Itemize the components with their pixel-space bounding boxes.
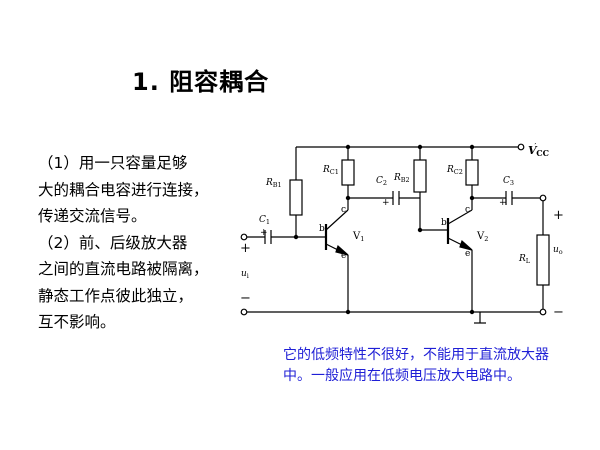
bullet-line: 静态工作点彼此独立， xyxy=(38,286,194,305)
note-text: 它的低频特性不很好，不能用于直流放大器中。一般应用在低频电压放大电路中。 xyxy=(283,347,549,384)
vcc-label: V′CC xyxy=(528,142,549,158)
terminals xyxy=(240,143,547,316)
input-minus-sign: − xyxy=(240,291,251,306)
capacitor-c1 xyxy=(264,230,272,244)
c1-label: C1 xyxy=(259,215,270,226)
uo-label: uo xyxy=(553,245,563,256)
bullet-line: 互不影响。 xyxy=(38,313,116,331)
rc1-label: RC1 xyxy=(322,165,339,176)
output-minus-sign: − xyxy=(553,305,564,320)
v1-collector-pin: c xyxy=(341,205,346,215)
rl-label: RL xyxy=(518,254,531,265)
bullet-line: 传递交流信号。 xyxy=(38,207,147,225)
v2-collector-pin: c xyxy=(465,205,470,215)
resistor-rc1 xyxy=(341,159,355,186)
output-plus-sign: + xyxy=(553,208,564,223)
rb1-label: RB1 xyxy=(265,178,282,189)
v1-emitter-pin: e xyxy=(341,251,346,261)
c3-label: C3 xyxy=(503,176,514,187)
circuit-wires xyxy=(247,146,544,324)
resistor-rb1 xyxy=(289,179,303,216)
bullet-line: 之间的直流电路被隔离， xyxy=(38,260,209,278)
title-text: 阻容耦合 xyxy=(169,68,270,96)
c2-label: C2 xyxy=(376,176,387,187)
capacitor-c2 xyxy=(392,191,400,205)
bullet-line: 大的耦合电容进行连接， xyxy=(38,180,209,199)
bullet-line: （2）前、后级放大器 xyxy=(38,233,188,252)
input-plus-sign: + xyxy=(240,241,251,256)
v2-base-pin: b xyxy=(441,218,447,228)
ui-label: ui xyxy=(241,269,249,280)
rc2-label: RC2 xyxy=(446,165,463,176)
resistor-rb2 xyxy=(413,159,427,193)
resistor-rc2 xyxy=(465,159,479,186)
v2-emitter-pin: e xyxy=(465,249,470,259)
c2-plus-sign: + xyxy=(382,198,390,208)
rb2-label: RB2 xyxy=(393,173,410,184)
capacitor-c3 xyxy=(505,191,513,205)
c3-plus-sign: + xyxy=(499,198,507,208)
transistor-v1-symbol xyxy=(324,209,349,256)
explanation-text: （1）用一只容量足够 大的耦合电容进行连接， 传递交流信号。 （2）前、后级放大… xyxy=(38,150,248,336)
title-number: 1. xyxy=(132,68,160,96)
v1-base-pin: b xyxy=(319,224,325,234)
transistor-v2-symbol xyxy=(446,209,473,251)
resistor-rl xyxy=(536,234,550,286)
bullet-line: （1）用一只容量足够 xyxy=(38,154,188,172)
page-title: 1. 阻容耦合 xyxy=(132,62,269,97)
c1-plus-sign: + xyxy=(260,228,268,238)
v2-label: V2 xyxy=(476,231,488,243)
v1-label: V1 xyxy=(352,231,364,243)
